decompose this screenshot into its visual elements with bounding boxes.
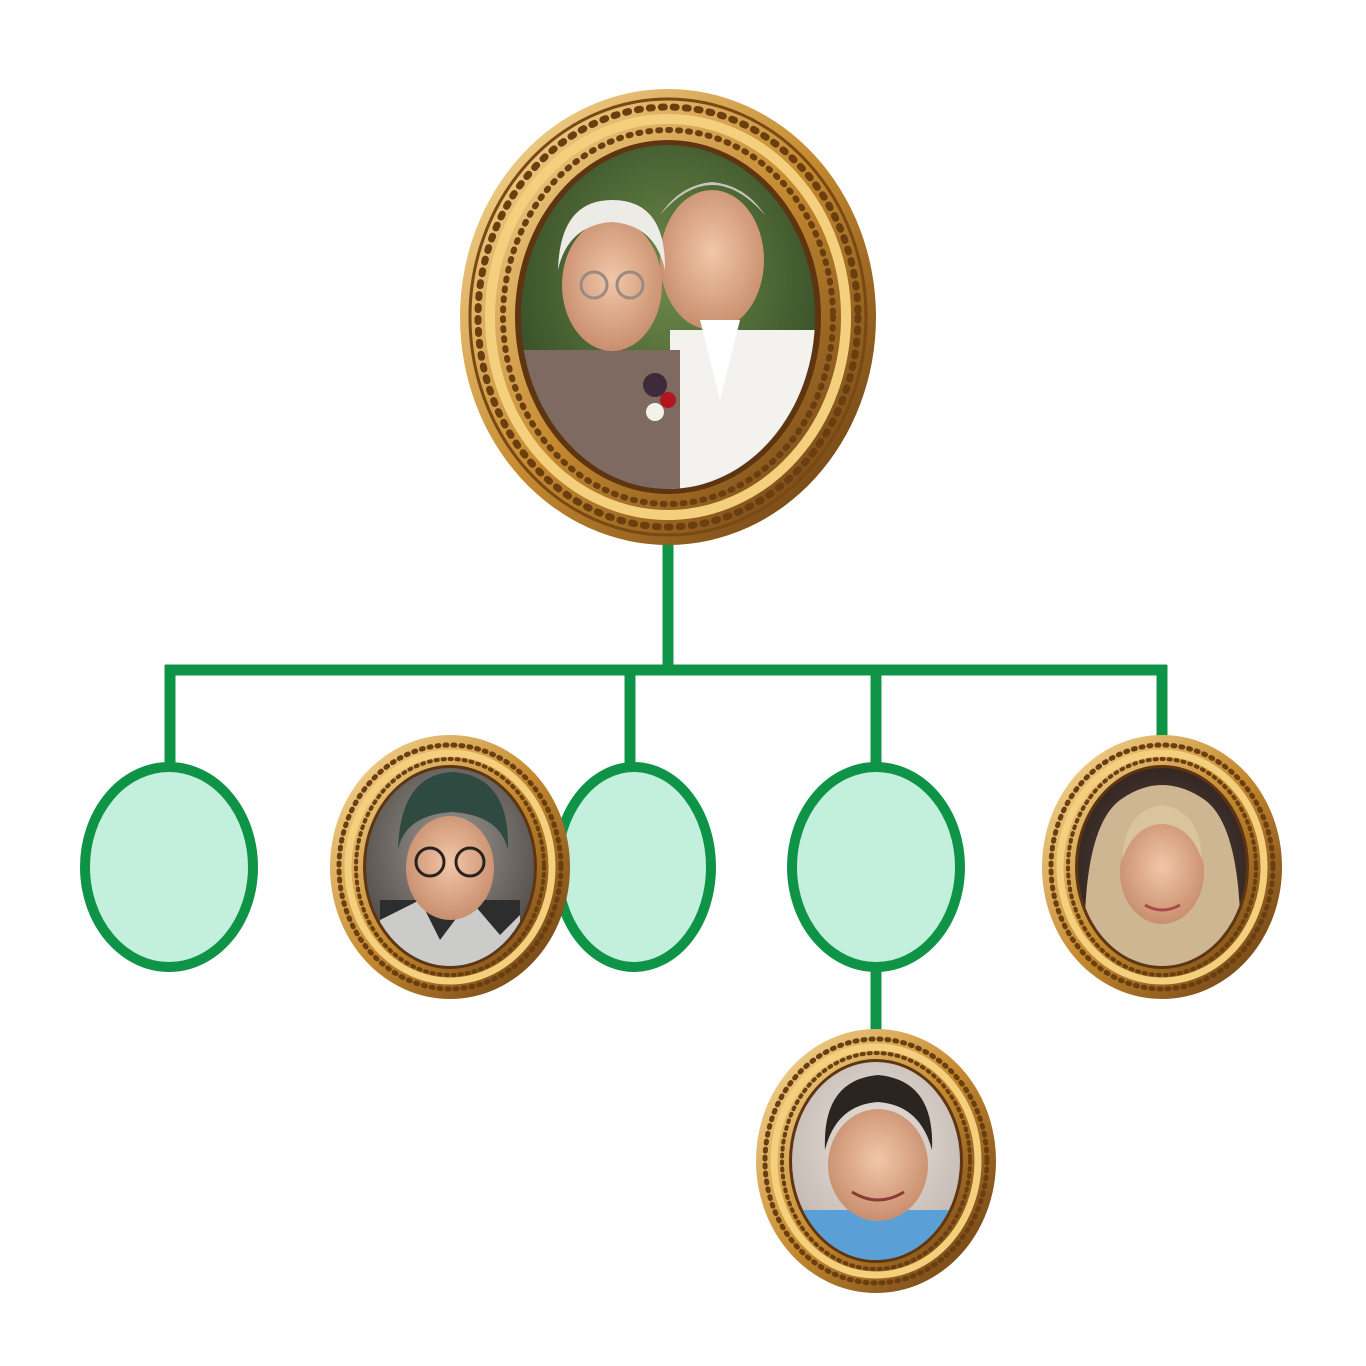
woman-with-long-blonde-hair-portrait-icon: [1078, 768, 1246, 966]
child-2-frame-beads-outer: [336, 742, 564, 992]
root-frame-beads-inner: [500, 127, 836, 507]
child-5-frame-beads-outer: [1048, 742, 1276, 992]
grandchild-frame-beads-outer: [762, 1036, 990, 1286]
woman-with-glasses-and-knit-hat-portrait-icon: [366, 768, 534, 966]
child-2-portrait-frame[interactable]: [330, 735, 570, 999]
child-2-frame-beads-inner: [354, 757, 546, 977]
child-5-frame-beads-inner: [1066, 757, 1258, 977]
empty-node-child-4[interactable]: [787, 762, 965, 972]
child-5-portrait-frame[interactable]: [1042, 735, 1282, 999]
root-frame-beads-outer: [474, 103, 862, 531]
elderly-couple-portrait-icon: [521, 145, 815, 489]
root-portrait-frame[interactable]: [460, 89, 876, 545]
grandchild-frame-beads-inner: [780, 1051, 972, 1271]
empty-node-child-1[interactable]: [80, 762, 258, 972]
grandchild-portrait-frame[interactable]: [756, 1029, 996, 1293]
empty-node-child-3[interactable]: [552, 762, 716, 972]
connector-lines: [164, 540, 1168, 1032]
